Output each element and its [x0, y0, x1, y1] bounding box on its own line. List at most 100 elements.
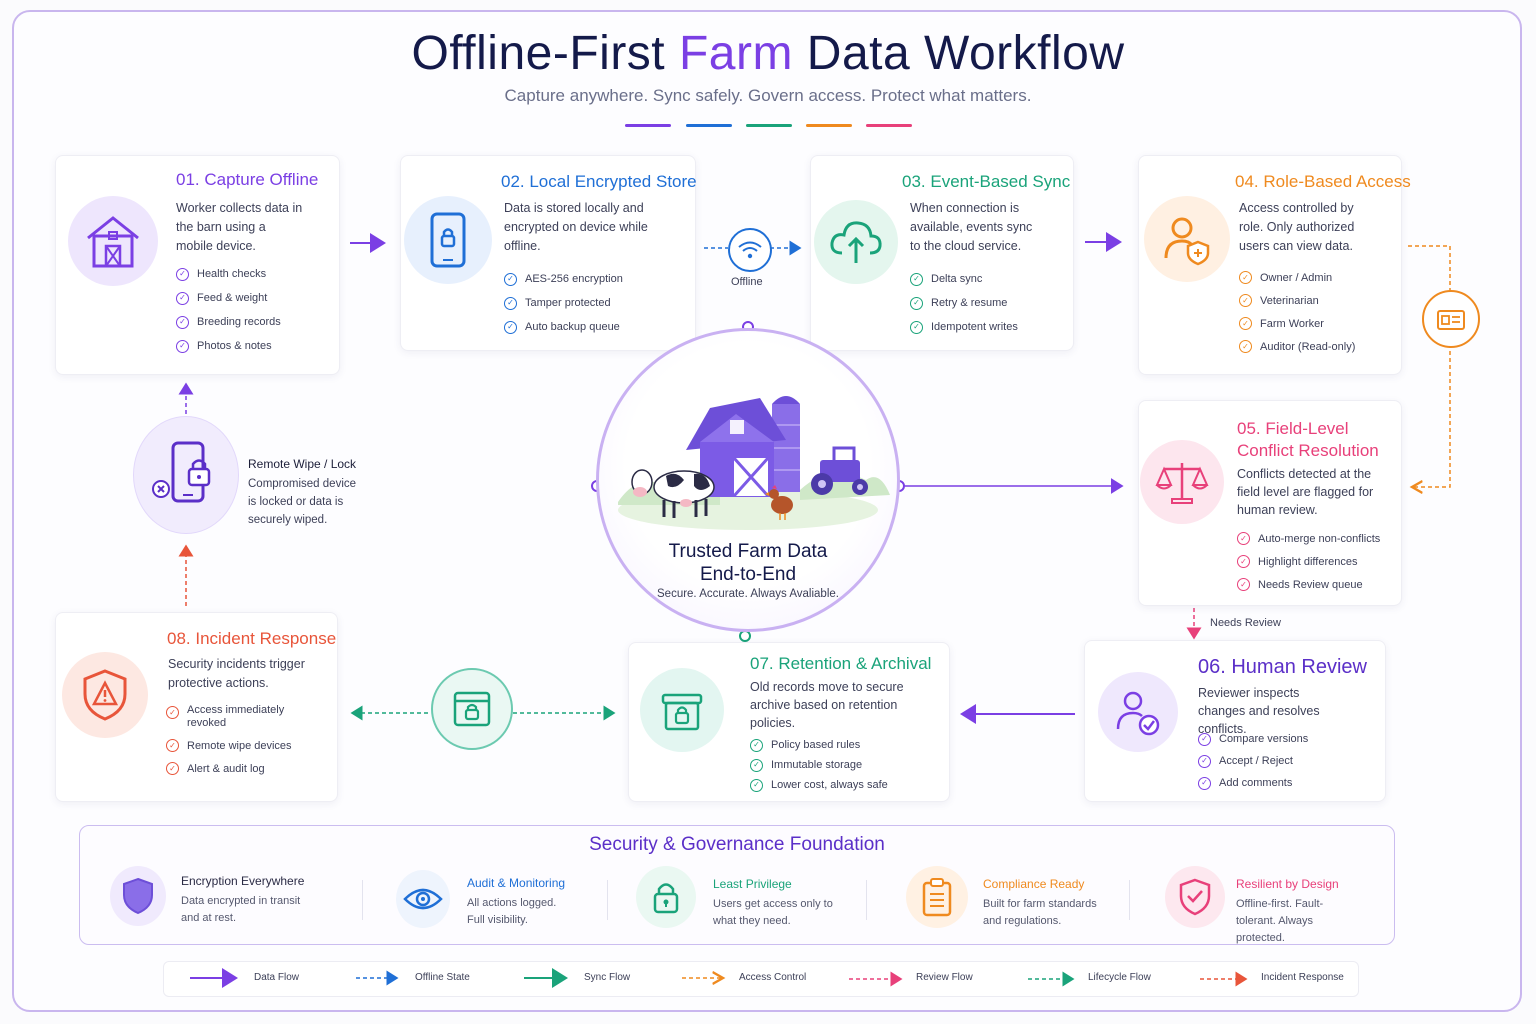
foundation-item-title: Least Privilege: [713, 877, 792, 891]
foundation-item-desc: Data encrypted in transit and at rest.: [181, 895, 301, 924]
check-icon: ✓: [176, 267, 189, 281]
card-description: Access controlled by role. Only authoriz…: [1239, 201, 1355, 253]
check-icon: ✓: [910, 320, 923, 334]
check-icon: ✓: [910, 272, 923, 286]
card-description: Worker collects data in the barn using a…: [176, 201, 303, 253]
foundation-item-desc: Offline-first. Fault-tolerant. Always pr…: [1236, 898, 1324, 944]
check-icon: ✓: [910, 296, 923, 310]
page-subtitle: Capture anywhere. Sync safely. Govern ac…: [504, 86, 1032, 105]
card-title: 07. Retention & Archival: [750, 654, 932, 673]
check-icon: ✓: [1239, 271, 1252, 284]
review-checklist: ✓Compare versions ✓Accept / Reject ✓Add …: [1198, 728, 1308, 794]
check-icon: ✓: [166, 706, 179, 719]
check-icon: ✓: [166, 762, 179, 775]
wipe-description: Compromised device is locked or data is …: [248, 478, 357, 526]
check-icon: ✓: [176, 315, 189, 329]
id-card-icon: [1422, 290, 1480, 348]
foundation-item-title: Audit & Monitoring: [467, 876, 566, 890]
card-title: 06. Human Review: [1198, 656, 1367, 678]
legend-label: Access Control: [739, 972, 807, 983]
card-description: Old records move to secure archive based…: [750, 680, 904, 730]
foundation-divider: [362, 880, 363, 920]
wipe-title: Remote Wipe / Lock: [248, 457, 357, 471]
foundation-divider: [1129, 880, 1130, 920]
check-icon: ✓: [504, 320, 517, 334]
card-field-level-conflict: [1138, 400, 1402, 606]
foundation-item-desc: Built for farm standards and regulations…: [983, 898, 1097, 927]
check-icon: ✓: [750, 738, 763, 752]
check-icon: ✓: [504, 272, 517, 286]
title-rule-green: [746, 124, 792, 127]
page-title: Offline-First Farm Data Workflow: [411, 27, 1125, 80]
legend-label: Incident Response: [1261, 972, 1344, 983]
title-rule-purple: [625, 124, 671, 127]
card-title: 01. Capture Offline: [176, 170, 319, 189]
title-rule-orange: [806, 124, 852, 127]
hub-title-line1: Trusted Farm Data: [668, 541, 828, 562]
card-title: 02. Local Encrypted Store: [501, 172, 697, 191]
chicken: [771, 496, 793, 514]
archive-box-icon: [431, 668, 513, 750]
check-icon: ✓: [1239, 340, 1252, 353]
needs-review-label: Needs Review: [1210, 617, 1281, 629]
sync-checklist: ✓Delta sync ✓Retry & resume ✓Idempotent …: [910, 267, 1018, 339]
foundation-item-title: Compliance Ready: [983, 877, 1085, 891]
card-description: Data is stored locally and encrypted on …: [504, 201, 648, 253]
padlock-icon: [636, 866, 696, 928]
check-icon: ✓: [1198, 776, 1211, 790]
card-description: When connection is available, events syn…: [910, 201, 1033, 253]
check-icon: ✓: [750, 778, 763, 792]
arrow-access-to-conflict: [1408, 245, 1451, 487]
check-icon: ✓: [1239, 317, 1252, 330]
check-icon: ✓: [1198, 754, 1211, 768]
check-icon: ✓: [176, 291, 189, 305]
archive-lock-icon: [640, 668, 724, 752]
shield-icon: [110, 866, 166, 926]
barn-icon: [68, 196, 158, 286]
wifi-icon: [728, 228, 772, 272]
check-icon: ✓: [1237, 532, 1250, 545]
check-icon: ✓: [750, 758, 763, 772]
cloud-upload-icon: [814, 200, 898, 284]
incident-checklist: ✓Access immediately revoked ✓Remote wipe…: [166, 704, 292, 780]
foundation-item-title: Encryption Everywhere: [181, 874, 305, 888]
check-icon: ✓: [504, 296, 517, 310]
store-checklist: ✓AES-256 encryption ✓Tamper protected ✓A…: [504, 267, 623, 339]
legend-label: Sync Flow: [584, 972, 631, 983]
offline-label: Offline: [731, 276, 763, 288]
check-icon: ✓: [1237, 578, 1250, 591]
access-checklist: ✓Owner / Admin ✓Veterinarian ✓Farm Worke…: [1239, 266, 1355, 358]
card-description: Reviewer inspects changes and resolves c…: [1198, 686, 1320, 736]
card-description: Conflicts detected at the field level ar…: [1237, 467, 1374, 517]
card-title: 08. Incident Response: [167, 629, 337, 648]
legend-label: Review Flow: [916, 972, 973, 983]
legend-label: Data Flow: [254, 972, 300, 983]
shield-check-icon: [1165, 866, 1225, 928]
lock-phone-icon: [404, 196, 492, 284]
legend-label: Lifecycle Flow: [1088, 972, 1151, 983]
foundation-item-desc: All actions logged. Full visibility.: [467, 897, 557, 926]
foundation-divider: [607, 880, 608, 920]
card-title: 05. Field-Level Conflict Resolution: [1237, 419, 1379, 460]
retention-checklist: ✓Policy based rules ✓Immutable storage ✓…: [750, 735, 888, 795]
foundation-item-title: Resilient by Design: [1236, 877, 1339, 891]
user-shield-icon: [1144, 196, 1230, 282]
clipboard-icon: [906, 866, 968, 928]
warning-shield-icon: [62, 652, 148, 738]
legend-label: Offline State: [415, 972, 470, 983]
check-icon: ✓: [176, 339, 189, 353]
legend: [163, 961, 1359, 997]
check-icon: ✓: [1237, 555, 1250, 568]
scales-icon: [1140, 440, 1224, 524]
foundation-item-desc: Users get access only to what they need.: [713, 898, 833, 927]
card-title: 03. Event-Based Sync: [902, 172, 1071, 191]
title-rule-blue: [686, 124, 732, 127]
check-icon: ✓: [1198, 732, 1211, 746]
foundation-divider: [866, 880, 867, 920]
title-rule-pink: [866, 124, 912, 127]
eye-icon: [396, 870, 450, 928]
foundation-title: Security & Governance Foundation: [589, 834, 885, 855]
check-icon: ✓: [1239, 294, 1252, 307]
